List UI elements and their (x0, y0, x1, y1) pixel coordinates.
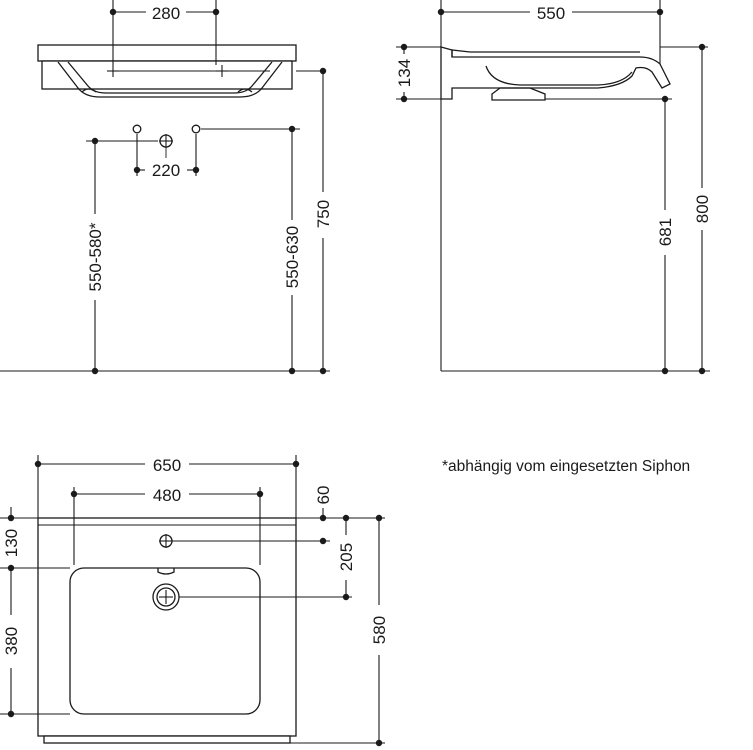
top-basin-bowl (69, 567, 261, 715)
dim-depth: 550 (537, 4, 565, 23)
top-overflow-icon (157, 568, 175, 575)
dim-back-to-drain: 205 (337, 543, 356, 571)
dim-width: 650 (153, 456, 181, 475)
side-drain-icon (491, 87, 546, 101)
dim-overall-height: 750 (314, 200, 333, 228)
dim-total-depth: 580 (370, 616, 389, 644)
dim-bowl-depth: 380 (2, 627, 21, 655)
front-basin-top (37, 44, 297, 62)
dim-top-height: 800 (693, 195, 712, 223)
dim-basin-height: 134 (395, 59, 414, 87)
top-view: 650 480 60 205 580 (0, 455, 389, 747)
top-drain-icon (152, 583, 180, 611)
top-basin-front-edge (43, 735, 291, 744)
top-tap-hole-icon (159, 534, 173, 548)
dim-back-to-bowl: 130 (2, 529, 21, 557)
dim-tap-hole-spacing: 220 (152, 161, 180, 180)
dim-back-to-tap: 60 (314, 486, 333, 505)
front-tap-left-icon (107, 65, 119, 77)
dim-drain-height: 550-580* (86, 222, 105, 291)
front-view: 280 750 220 550-580* (0, 0, 333, 375)
front-drain-left (81, 88, 97, 93)
side-basin-bowl (485, 65, 633, 86)
dim-underside-height: 681 (656, 218, 675, 246)
dim-tap-spacing: 280 (152, 4, 180, 23)
side-basin-profile (440, 46, 671, 100)
front-tap-right-icon (216, 65, 228, 77)
front-drain-right (237, 88, 253, 93)
drain-symbol-icon (159, 134, 173, 148)
dim-tap-hole-width: 480 (153, 486, 181, 505)
front-basin-body (41, 60, 293, 90)
dim-rim-to-floor: 550-630 (283, 226, 302, 288)
siphon-footnote: *abhängig vom eingesetzten Siphon (442, 458, 690, 475)
side-view: 550 134 681 800 (395, 0, 712, 375)
tap-hole-right-icon (191, 124, 201, 134)
side-basin-rim (451, 49, 640, 57)
tap-hole-left-icon (132, 124, 142, 134)
